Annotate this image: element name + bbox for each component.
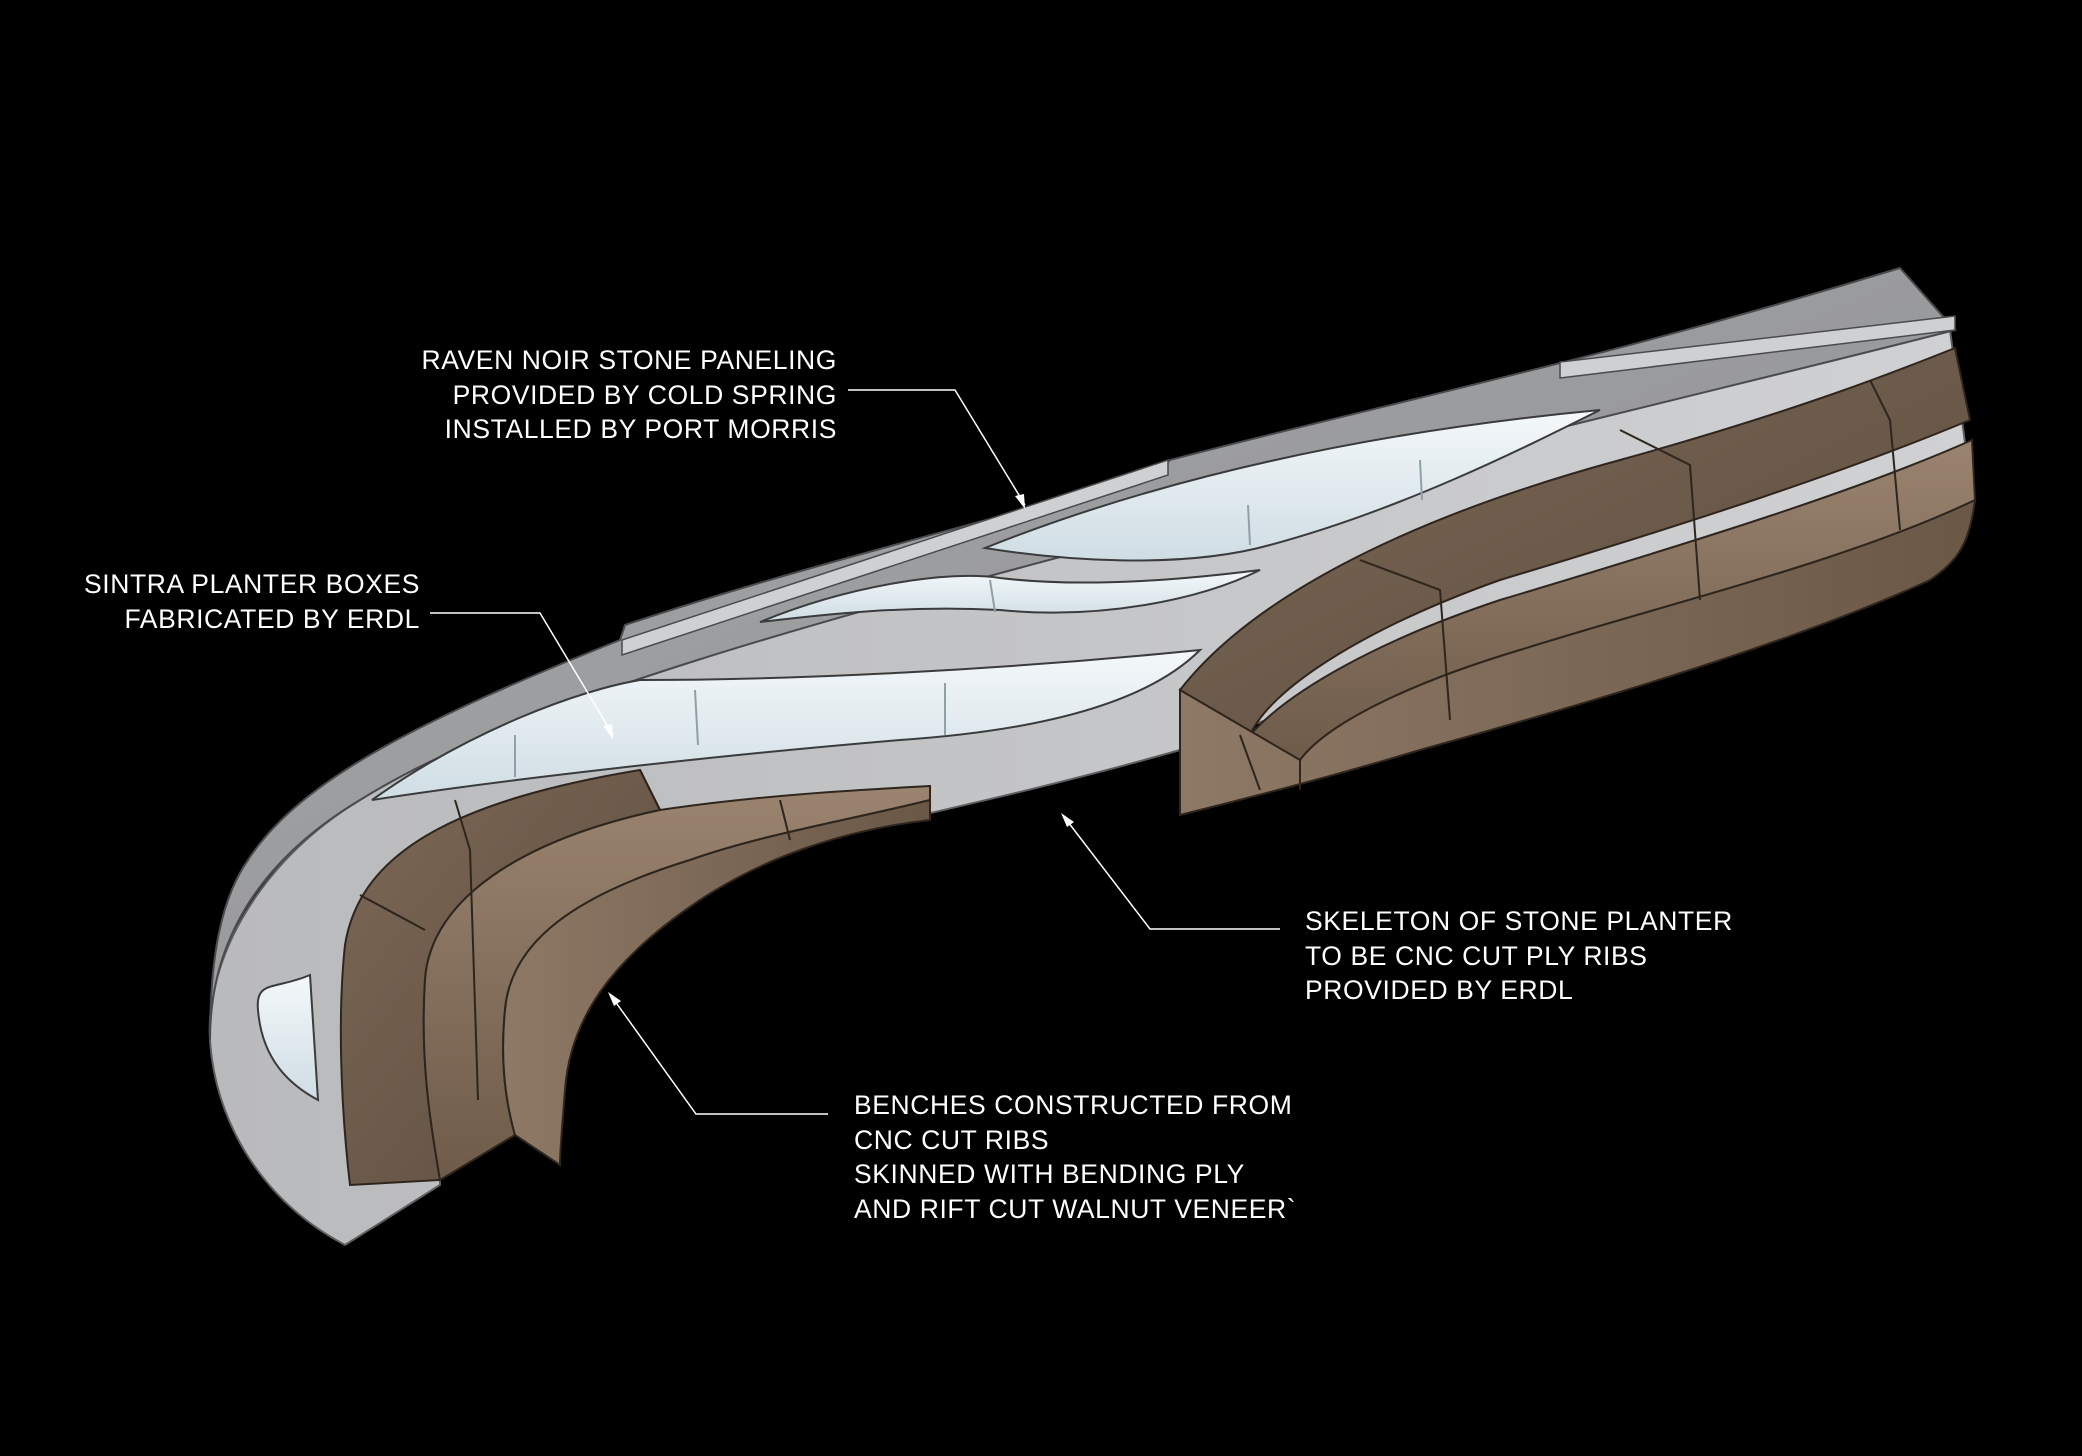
callout-line: PROVIDED BY ERDL — [1305, 975, 1574, 1005]
leader-arrowheads — [603, 494, 1074, 1006]
leader-line-stone-paneling — [848, 389, 1026, 506]
leader-line-skeleton — [1064, 817, 1280, 930]
callout-line: SKELETON OF STONE PLANTER — [1305, 906, 1733, 936]
callout-line: AND RIFT CUT WALNUT VENEER` — [854, 1193, 1297, 1224]
bench-curved-seams — [359, 769, 791, 1101]
callout-line: SINTRA PLANTER BOXES — [84, 569, 420, 599]
callout-stone-paneling: RAVEN NOIR STONE PANELING PROVIDED BY CO… — [421, 343, 837, 447]
leader-line-planter-boxes — [430, 612, 614, 736]
callout-line: CNC CUT RIBS — [854, 1124, 1050, 1155]
stone-top-lip-right — [1559, 315, 1956, 379]
arrowhead-planter-boxes — [603, 724, 613, 739]
leader-line-benches — [611, 996, 828, 1115]
planter-box-lower — [371, 648, 1203, 801]
planter-box-curl — [256, 973, 320, 1102]
callout-skeleton: SKELETON OF STONE PLANTER TO BE CNC CUT … — [1305, 904, 1733, 1008]
bench-long-top — [1178, 346, 1972, 737]
callout-line: BENCHES CONSTRUCTED FROM — [854, 1090, 1293, 1120]
callout-line: TO BE CNC CUT PLY RIBS — [1305, 940, 1648, 971]
callout-line: SKINNED WITH BENDING PLY — [854, 1159, 1245, 1189]
bench-long-front — [1179, 498, 1977, 817]
callout-planter-boxes: SINTRA PLANTER BOXES FABRICATED BY ERDL — [84, 567, 420, 636]
planter-box-middle — [759, 569, 1261, 623]
callout-line: PROVIDED BY COLD SPRING — [452, 379, 837, 410]
bench-curved-front — [502, 798, 931, 1167]
callout-benches: BENCHES CONSTRUCTED FROM CNC CUT RIBS SK… — [854, 1088, 1296, 1226]
callout-line: RAVEN NOIR STONE PANELING — [421, 345, 837, 375]
planter-box-upper — [981, 409, 1601, 562]
planter-box-dividers — [514, 459, 1423, 777]
leader-lines — [430, 389, 1280, 1115]
stone-top-lip — [621, 458, 1169, 657]
arrowhead-skeleton — [1061, 813, 1074, 827]
bench-long-seams — [1239, 379, 1901, 791]
callout-line: FABRICATED BY ERDL — [124, 603, 420, 634]
arrowhead-benches — [608, 992, 621, 1006]
arrowhead-stone-paneling — [1015, 494, 1025, 509]
callout-line: INSTALLED BY PORT MORRIS — [444, 414, 837, 444]
